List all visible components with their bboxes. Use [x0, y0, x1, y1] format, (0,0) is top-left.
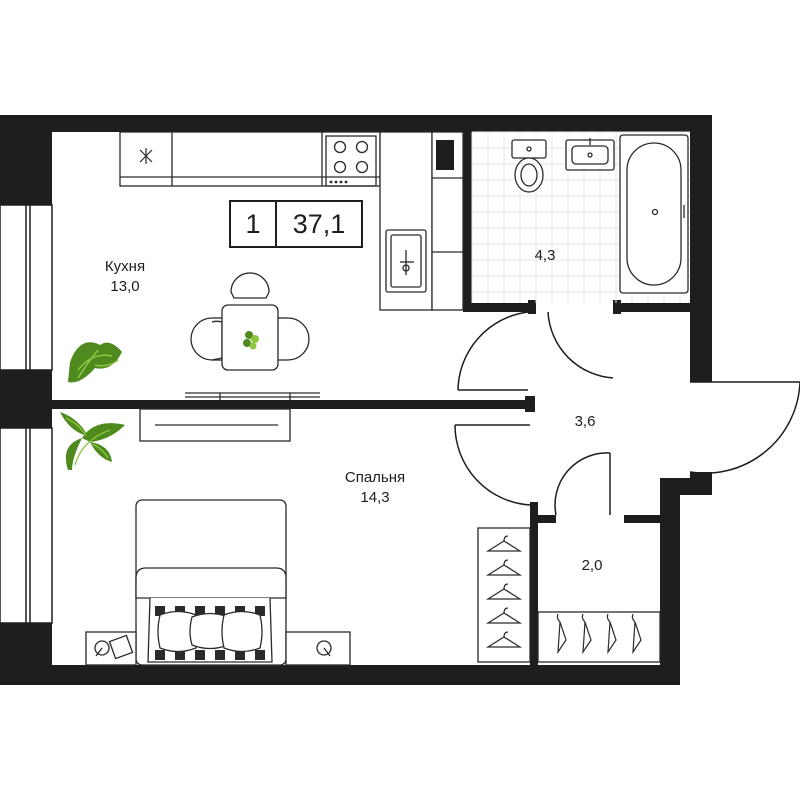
dining-table — [190, 272, 310, 371]
total-area-badge: 37,1 — [275, 200, 363, 248]
cooktop — [325, 135, 377, 187]
plant-kitchen — [68, 342, 122, 383]
rooms-count-badge: 1 — [229, 200, 277, 248]
hanger-icon — [606, 613, 617, 655]
kitchen-area: 13,0 — [110, 278, 140, 295]
hanger-icon — [631, 613, 642, 655]
bedroom-area: 14,3 — [360, 489, 390, 506]
hangers-bedroom — [485, 535, 523, 648]
table-plant — [243, 331, 259, 350]
bathroom-area: 4,3 — [534, 247, 556, 264]
bedroom-wardrobe — [477, 527, 531, 663]
interior-walls — [52, 132, 690, 665]
toilet — [511, 139, 547, 193]
closet-rail — [537, 611, 661, 663]
kitchen-name: Кухня — [104, 258, 146, 275]
bedroom-name: Спальня — [344, 469, 406, 486]
hanger-icon — [485, 535, 523, 552]
exterior-walls — [0, 115, 712, 685]
divider-shelf — [139, 392, 320, 442]
hanger-icon — [556, 613, 567, 655]
kitchen-sink — [385, 229, 427, 293]
wardrobe-area: 2,0 — [581, 557, 603, 574]
hall-area: 3,6 — [574, 413, 596, 430]
hanger-icon — [485, 607, 523, 624]
cooktop-controls — [329, 180, 348, 184]
hanger-icon — [485, 583, 523, 600]
bathroom-sink — [565, 138, 615, 171]
nightstands — [85, 631, 351, 666]
snowflake-icon — [139, 148, 153, 164]
hangers-closet — [556, 613, 642, 655]
hanger-icon — [581, 613, 592, 655]
hanger-icon — [485, 559, 523, 576]
window-kitchen — [0, 204, 53, 371]
hanger-icon — [485, 631, 523, 648]
pillows — [157, 610, 263, 653]
kitchen-counter — [119, 131, 433, 311]
fridge — [431, 131, 464, 311]
doors — [454, 311, 800, 516]
plant-bedroom — [60, 412, 125, 470]
bathtub — [619, 134, 689, 294]
window-bedroom — [0, 427, 53, 624]
